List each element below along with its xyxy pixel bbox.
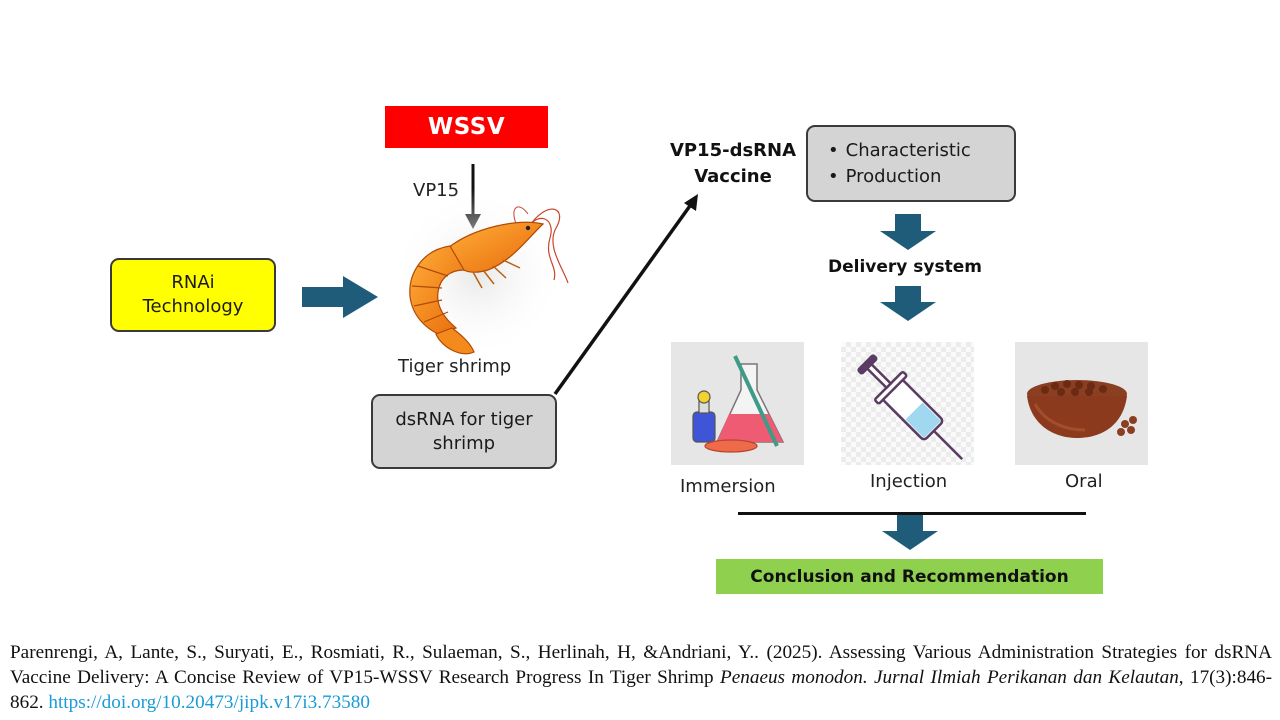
dsrna-label-line-1: dsRNA for tiger — [395, 408, 533, 430]
rnai-to-shrimp-block-arrow — [302, 276, 378, 318]
citation-journal: Jurnal Ilmiah Perikanan dan Kelautan — [874, 667, 1179, 688]
rnai-label-line-1: RNAi — [171, 272, 215, 293]
dsrna-label-line-2: shrimp — [432, 432, 496, 454]
dsrna-box: dsRNA for tiger shrimp — [371, 394, 557, 469]
injection-tile — [841, 342, 974, 465]
injection-label: Injection — [870, 471, 948, 492]
characteristics-list: Characteristic Production — [828, 138, 971, 190]
syringe-icon — [857, 354, 964, 461]
rnai-technology-box: RNAi Technology — [110, 258, 276, 332]
characteristics-item: Characteristic — [828, 138, 971, 164]
rnai-label-line-2: Technology — [142, 296, 244, 317]
citation-doi-link[interactable]: https://doi.org/10.20473/jipk.v17i3.7358… — [48, 692, 370, 713]
characteristics-item: Production — [828, 164, 971, 190]
dsrna-to-vaccine-arrowhead — [684, 194, 698, 211]
immersion-label: Immersion — [680, 476, 776, 497]
immersion-tile — [671, 342, 804, 465]
tiger-shrimp-image — [392, 188, 569, 360]
oral-tile — [1015, 342, 1148, 465]
methods-to-conclusion-block-arrow — [882, 515, 938, 550]
characteristic-to-delivery-block-arrow — [880, 214, 936, 250]
wssv-label: WSSV — [427, 114, 506, 140]
dsrna-to-vaccine-arrow — [553, 201, 694, 396]
citation: Parenrengi, A, Lante, S., Suryati, E., R… — [10, 640, 1272, 715]
oral-label: Oral — [1065, 471, 1103, 492]
vaccine-title: VP15-dsRNA Vaccine — [660, 138, 806, 190]
vaccine-title-line-1: VP15-dsRNA — [669, 140, 797, 161]
delivery-to-methods-block-arrow — [880, 286, 936, 321]
vaccine-title-line-2: Vaccine — [694, 166, 772, 187]
delivery-system-label: Delivery system — [828, 257, 982, 277]
citation-species: Penaeus monodon — [720, 667, 863, 688]
lab-flask-icon — [692, 355, 785, 453]
methods-divider-line — [738, 512, 1086, 515]
citation-authors-title: Parenrengi, A, Lante, S., Suryati, E., R… — [10, 642, 1272, 688]
shrimp-icon — [409, 206, 569, 355]
conclusion-box: Conclusion and Recommendation — [716, 559, 1103, 594]
tiger-shrimp-label: Tiger shrimp — [398, 356, 512, 377]
feed-bowl-icon — [1027, 380, 1137, 438]
conclusion-label: Conclusion and Recommendation — [750, 566, 1069, 587]
citation-journal-sep: . — [862, 667, 875, 688]
citation-volume-pages: , 17(3):846-862. — [10, 667, 1273, 713]
characteristics-box: Characteristic Production — [806, 125, 1016, 202]
wssv-box: WSSV — [385, 106, 548, 148]
